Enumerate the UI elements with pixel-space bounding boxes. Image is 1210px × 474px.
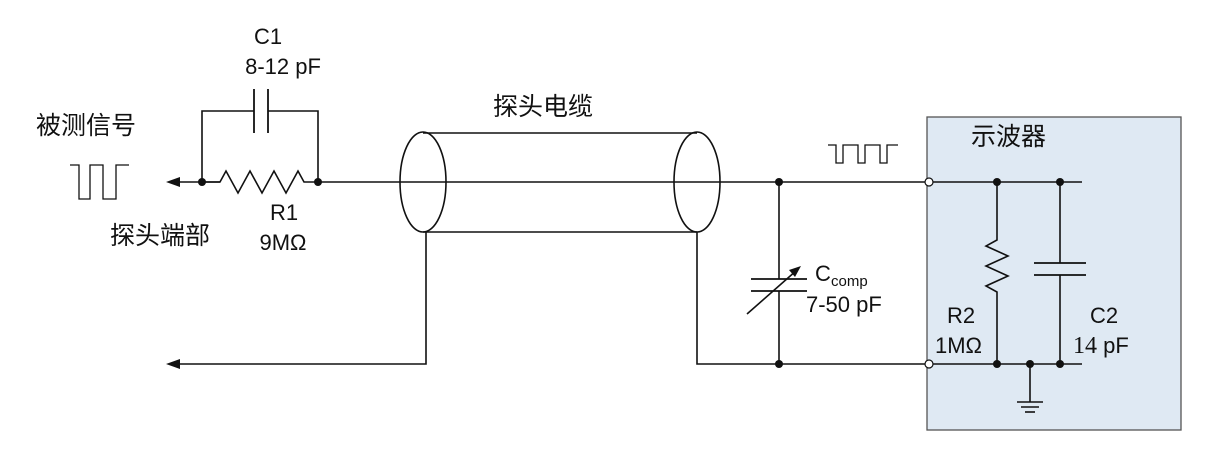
ground-arrow-icon: [166, 359, 180, 369]
c2-name-label: C2: [1090, 303, 1118, 328]
r1-resistor: [202, 169, 318, 195]
probe-cable-label: 探头电缆: [493, 92, 593, 121]
ccomp-value-label: 7-50 pF: [806, 292, 882, 317]
r1-value-label: 9MΩ: [259, 230, 306, 255]
ground-return-wire: [180, 232, 427, 365]
c1-name-label: C1: [254, 24, 282, 49]
c1-loop-wire: [201, 110, 319, 182]
measured-signal-waveform: [70, 164, 129, 200]
node-r1-left: [198, 178, 206, 186]
r2-value-label: 1MΩ: [935, 333, 982, 358]
ccomp-name-label: C: [815, 261, 831, 286]
scope-terminal-signal: [924, 177, 934, 187]
node-ccomp-top: [775, 178, 783, 186]
scope-input-waveform: [828, 144, 898, 164]
scope-terminal-ground: [924, 359, 934, 369]
node-r1-right: [314, 178, 322, 186]
node-ccomp-bottom: [775, 360, 783, 368]
signal-arrow-icon: [166, 177, 180, 187]
cable-shield-return: [696, 232, 926, 365]
c2-value-label: 14 pF: [1073, 333, 1129, 359]
r2-name-label: R2: [947, 303, 975, 328]
probe-tip-label: 探头端部: [110, 221, 210, 250]
c2-value-unit: pF: [1097, 333, 1129, 358]
ground-icon: [1017, 364, 1043, 413]
ccomp-arrowhead-icon: [789, 266, 801, 277]
measured-signal-label: 被测信号: [36, 111, 136, 140]
r2-resistor: [984, 182, 1010, 364]
oscilloscope-label: 示波器: [971, 122, 1046, 151]
oscilloscope-box: [926, 116, 1182, 431]
cable-end-left: [399, 131, 447, 233]
c1-value-label: 8-12 pF: [245, 54, 321, 79]
ccomp-sub-label: comp: [831, 273, 868, 290]
ccomp-variable-arrow: [746, 269, 798, 315]
c2-value-number: 14: [1073, 333, 1097, 359]
r1-name-label: R1: [270, 200, 298, 225]
